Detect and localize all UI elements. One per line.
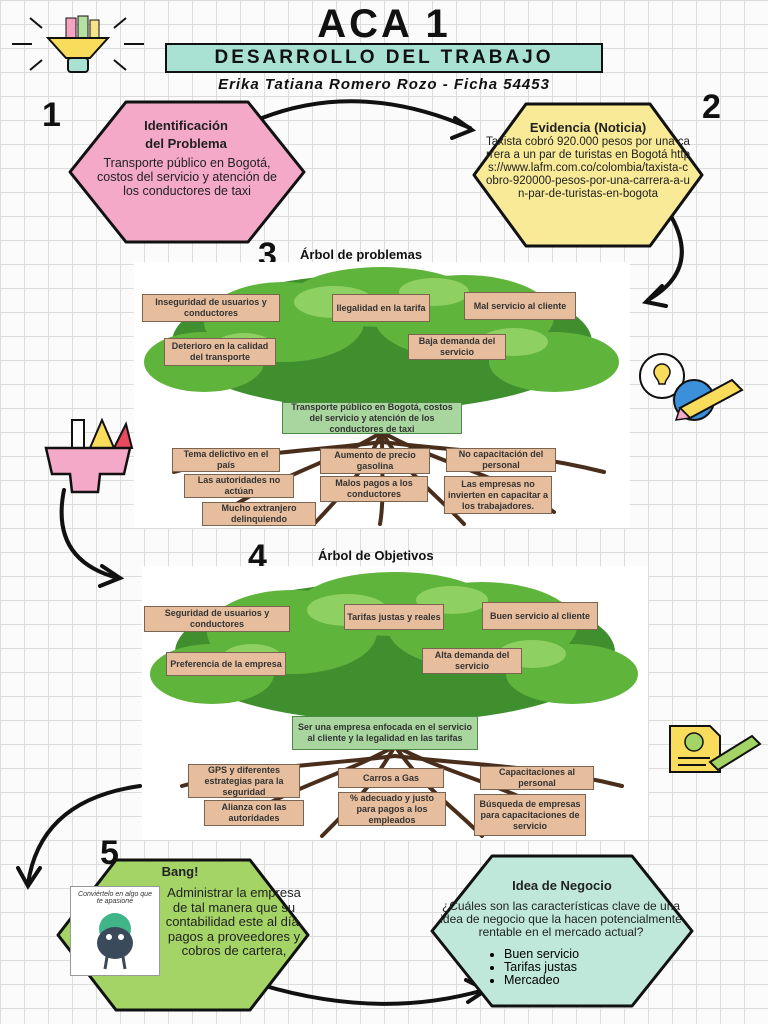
problem-cause-4: Las autoridades no actúan (184, 474, 294, 498)
evidence-hexagon: Evidencia (Noticia) Taxista cobró 920.00… (470, 100, 706, 250)
objective-end-2: Tarifas justas y reales (344, 604, 444, 630)
idea-bullet-3: Mercadeo (504, 974, 684, 987)
objective-tree-panel: Seguridad de usuarios y conductores Tari… (142, 566, 648, 840)
bang-hexagon: Bang! Conviértelo en algo que te apasion… (54, 856, 312, 1014)
idea-bullet-1: Buen servicio (504, 948, 684, 961)
problem-heading-line1: Identificación (144, 118, 228, 133)
objective-means-2: Carros a Gas (338, 768, 444, 788)
evidence-heading: Evidencia (Noticia) (529, 120, 647, 135)
evidence-body: Taxista cobró 920.000 pesos por una carr… (486, 136, 690, 200)
idea-heading: Idea de Negocio (512, 878, 612, 893)
step-number-1: 1 (42, 96, 61, 134)
problem-core: Transporte público en Bogotá, costos del… (282, 402, 462, 434)
problem-effect-3: Mal servicio al cliente (464, 292, 576, 320)
objective-means-6: Búsqueda de empresas para capacitaciones… (474, 794, 586, 836)
problem-tree-panel: Inseguridad de usuarios y conductores Il… (134, 262, 630, 528)
motivation-image: Conviértelo en algo que te apasione (70, 886, 160, 976)
objective-tree-title: Árbol de Objetivos (318, 548, 434, 563)
idea-bullet-list: Buen servicio Tarifas justas Mercadeo (470, 948, 684, 987)
objective-end-4: Preferencia de la empresa (166, 652, 286, 676)
subtitle-banner: DESARROLLO DEL TRABAJO (165, 43, 603, 73)
author-line: Erika Tatiana Romero Rozo - Ficha 54453 (218, 76, 550, 93)
document-lightbulb-icon (666, 722, 762, 776)
problem-effect-2: Ilegalidad en la tarifa (332, 294, 430, 322)
objective-end-3: Buen servicio al cliente (482, 602, 598, 630)
image-caption: Conviértelo en algo que te apasione (78, 891, 152, 905)
page-title: ACA 1 (317, 2, 451, 46)
objective-means-4: Alianza con las autoridades (204, 800, 304, 826)
problem-identification-hexagon: Identificación del Problema Transporte p… (66, 98, 308, 246)
problem-cause-5: Malos pagos a los conductores (320, 476, 428, 502)
objective-end-5: Alta demanda del servicio (422, 648, 522, 674)
lightbulb-pencil-icon (632, 352, 750, 424)
problem-effect-1: Inseguridad de usuarios y conductores (142, 294, 280, 322)
problem-cause-2: Aumento de precio gasolina (320, 448, 430, 474)
problem-cause-1: Tema delictivo en el país (172, 448, 280, 472)
step-number-2: 2 (702, 88, 721, 126)
problem-cause-6: Las empresas no invierten en capacitar a… (444, 476, 552, 514)
lightbulb-funnel-icon (8, 8, 148, 80)
objective-means-5: % adecuado y justo para pagos a los empl… (338, 792, 446, 826)
pencil-ruler-cup-icon (40, 414, 136, 496)
problem-effect-5: Baja demanda del servicio (408, 334, 506, 360)
objective-core: Ser una empresa enfocada en el servicio … (292, 716, 478, 750)
bang-heading: Bang! (161, 864, 199, 879)
problem-effect-4: Deterioro en la calidad del transporte (164, 338, 276, 366)
problem-cause-7: Mucho extranjero delinquiendo (202, 502, 316, 526)
idea-question: ¿Cuáles son las características clave de… (440, 899, 682, 939)
business-idea-hexagon: Idea de Negocio ¿Cuáles son las caracter… (428, 852, 696, 1010)
objective-end-1: Seguridad de usuarios y conductores (144, 606, 290, 632)
problem-tree-title: Árbol de problemas (300, 247, 423, 262)
problem-heading-line2: del Problema (145, 136, 227, 151)
problem-cause-3: No capacitación del personal (446, 448, 556, 472)
objective-means-1: GPS y diferentes estrategias para la seg… (188, 764, 300, 798)
bang-body: Administrar la empresa de tal manera que… (165, 885, 303, 958)
problem-body: Transporte público en Bogotá, costos del… (97, 156, 277, 198)
idea-bullet-2: Tarifas justas (504, 961, 684, 974)
objective-means-3: Capacitaciones al personal (480, 766, 594, 790)
